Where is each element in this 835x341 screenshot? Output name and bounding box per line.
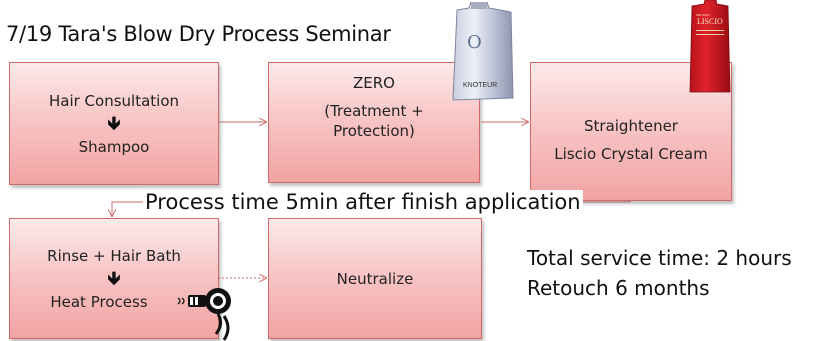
page-title: 7/19 Tara's Blow Dry Process Seminar — [6, 22, 391, 46]
step-zero-line2: (Treatment + — [324, 102, 424, 120]
hair-dryer-icon — [177, 288, 231, 341]
step-zero-line3: Protection) — [333, 122, 415, 140]
step-zero-line1: ZERO — [353, 74, 395, 92]
step-zero: ZERO (Treatment + Protection) — [268, 62, 480, 183]
down-arrow-icon: 🡻 — [107, 112, 121, 134]
step-straightener-line2: Liscio Crystal Cream — [554, 144, 708, 163]
process-time-note: Process time 5min after finish applicati… — [143, 190, 583, 214]
svg-text:O: O — [467, 32, 482, 53]
step-consultation-line2: Shampoo — [78, 137, 150, 156]
step-rinse-line1: Rinse + Hair Bath — [47, 246, 181, 265]
step-straightener: Straightener Liscio Crystal Cream — [530, 62, 732, 201]
step-rinse: Rinse + Hair Bath 🡻 Heat Process — [9, 218, 219, 339]
step-neutralize-line1: Neutralize — [336, 269, 414, 288]
step-consultation-line1: Hair Consultation — [48, 91, 180, 110]
total-service-time: Total service time: 2 hours — [527, 246, 792, 270]
step-straightener-line1: Straightener — [584, 116, 678, 135]
step-neutralize: Neutralize — [268, 218, 482, 339]
down-arrow-icon: 🡻 — [107, 267, 121, 289]
step-consultation: Hair Consultation 🡻 Shampoo — [9, 62, 219, 185]
liscio-product-pouch-image: MILBON LISCIO — [689, 0, 731, 93]
svg-text:MILBON: MILBON — [696, 13, 710, 17]
svg-text:LISCIO: LISCIO — [697, 17, 723, 26]
svg-text:KNOTEUR: KNOTEUR — [463, 82, 497, 89]
zero-product-pouch-image: O KNOTEUR — [452, 2, 514, 101]
step-rinse-line2: Heat Process — [50, 292, 148, 311]
retouch-interval: Retouch 6 months — [527, 276, 710, 300]
